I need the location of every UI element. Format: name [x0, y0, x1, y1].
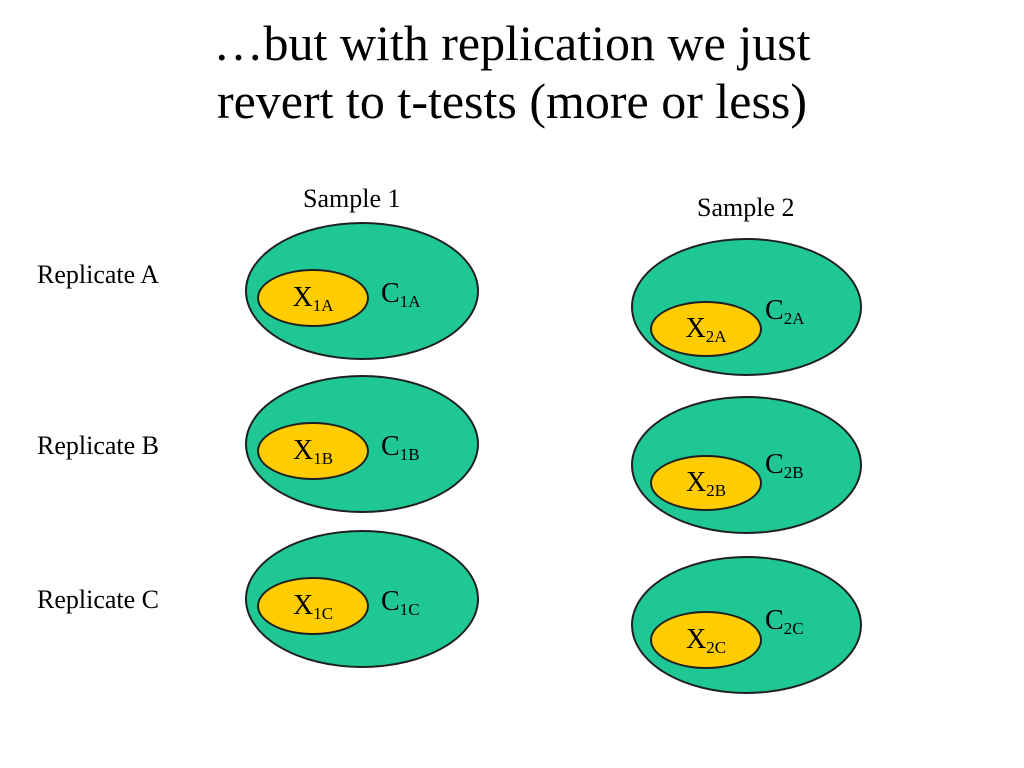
sample-1-replicate-c-ellipse: X1C C1C	[245, 530, 479, 668]
c-label: C1A	[381, 278, 421, 311]
x-label: X1A	[292, 282, 334, 315]
slide-title: …but with replication we just revert to …	[0, 14, 1024, 130]
x-label: X1C	[292, 590, 334, 623]
x-label: X2B	[685, 467, 727, 500]
inner-ellipse-x: X2C	[650, 611, 762, 669]
title-line-1: …but with replication we just	[213, 15, 811, 71]
c-label: C2C	[765, 605, 804, 638]
inner-ellipse-x: X1A	[257, 269, 369, 327]
row-label-replicate-c: Replicate C	[37, 585, 160, 614]
c-label: C1C	[381, 586, 420, 619]
row-label-replicate-a: Replicate A	[37, 260, 160, 289]
inner-ellipse-x: X1C	[257, 577, 369, 635]
inner-ellipse-x: X1B	[257, 422, 369, 480]
c-label: C2A	[765, 295, 805, 328]
inner-ellipse-x: X2B	[650, 455, 762, 511]
c-label: C2B	[765, 449, 804, 482]
sample-1-replicate-b-ellipse: X1B C1B	[245, 375, 479, 513]
c-label: C1B	[381, 431, 420, 464]
x-label: X1B	[292, 435, 334, 468]
sample-2-replicate-b-ellipse: X2B C2B	[631, 396, 862, 534]
inner-ellipse-x: X2A	[650, 301, 762, 357]
x-label: X2C	[685, 624, 727, 657]
column-label-sample-1: Sample 1	[303, 184, 401, 213]
x-label: X2A	[685, 313, 727, 346]
title-line-2: revert to t-tests (more or less)	[216, 73, 808, 129]
sample-2-replicate-c-ellipse: X2C C2C	[631, 556, 862, 694]
sample-2-replicate-a-ellipse: X2A C2A	[631, 238, 862, 376]
sample-1-replicate-a-ellipse: X1A C1A	[245, 222, 479, 360]
column-label-sample-2: Sample 2	[697, 193, 795, 222]
row-label-replicate-b: Replicate B	[37, 431, 160, 460]
